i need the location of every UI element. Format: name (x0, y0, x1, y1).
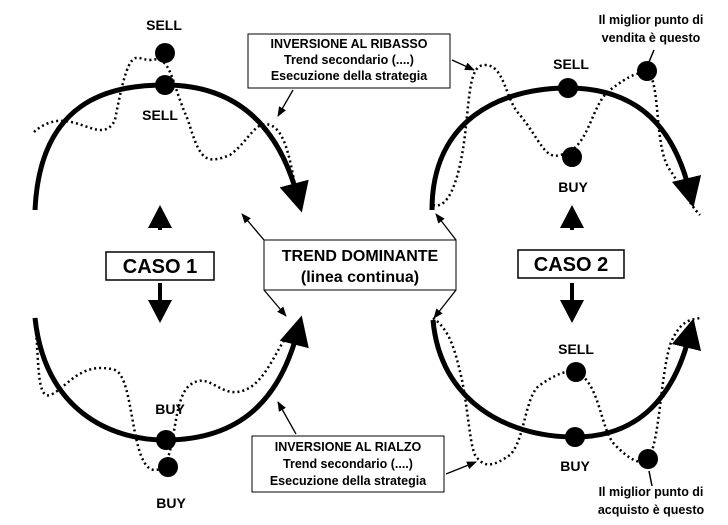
top-inversion-title: INVERSIONE AL RIBASSO (271, 37, 428, 51)
case1-top-secondary-trend (33, 56, 297, 186)
dominant-trend-box (263, 239, 457, 291)
top-inversion-box (247, 33, 451, 89)
bottom-inversion-line2: Trend secondario (....) (283, 457, 413, 471)
dominant-trend-title: TREND DOMINANTE (282, 248, 439, 265)
case1-sell-label-outer: SELL (146, 17, 182, 33)
top-box-pointer-left (277, 89, 294, 117)
top-inversion-line3: Esecuzione della strategia (271, 69, 428, 83)
dominant-trend-subtitle: (linea continua) (301, 269, 419, 286)
case2-top-sell-point (558, 78, 578, 98)
case2-top-buy-label: BUY (558, 179, 588, 195)
top-box-pointer-right (451, 59, 475, 71)
case2-bottom-sell-point (566, 362, 586, 382)
case2-best-buy-note-line2: acquisto è questo (598, 503, 705, 517)
case2-bottom-secondary-trend (432, 316, 701, 466)
dominant-pointer-top-left (241, 213, 265, 241)
case2-best-buy-pointer (648, 470, 653, 487)
bottom-inversion-line3: Esecuzione della strategia (270, 474, 427, 488)
dominant-pointer-bottom-right (433, 289, 457, 319)
case2-best-sell-point (637, 61, 657, 81)
dominant-pointer-bottom-left (263, 289, 287, 317)
case2-bottom-sell-label: SELL (558, 341, 594, 357)
case1-buy-label-outer: BUY (156, 495, 186, 511)
case1-bottom-buy-point-outer (158, 457, 178, 477)
case1-top-sell-point-inner (155, 75, 175, 95)
case2-bottom-buy-point (565, 427, 585, 447)
case1-down-arrow-icon (148, 300, 172, 323)
case1-label: CASO 1 (123, 256, 197, 278)
bottom-box-pointer-right (445, 461, 477, 475)
case2-down-arrow-icon (560, 300, 584, 323)
case2-top-sell-label: SELL (553, 56, 589, 72)
case2-best-sell-note-line2: vendita è questo (602, 31, 701, 45)
case2-top-secondary-trend (432, 63, 701, 216)
case2-best-buy-note-line1: Il miglior punto di (599, 485, 704, 499)
bottom-inversion-box (251, 435, 445, 493)
case2-best-sell-note-line1: Il miglior punto di (599, 13, 704, 27)
case2-label: CASO 2 (534, 254, 608, 276)
case2-best-buy-point (638, 449, 658, 469)
bottom-inversion-title: INVERSIONE AL RIALZO (275, 440, 422, 454)
case1-up-arrow-icon (148, 205, 172, 228)
case1-bottom-buy-point-inner (156, 430, 176, 450)
bottom-box-pointer-left (277, 401, 297, 435)
case2-up-arrow-icon (560, 205, 584, 228)
case2-bottom-buy-label: BUY (560, 458, 590, 474)
dominant-pointer-top-right (435, 213, 457, 241)
case1-top-sell-point-outer (155, 43, 175, 63)
case1-sell-label-inner: SELL (142, 107, 178, 123)
case2-best-sell-pointer (648, 49, 655, 63)
case2-label-box (517, 249, 625, 279)
case1-top-dominant-trend (32, 82, 309, 213)
case1-buy-label-inner: BUY (155, 401, 185, 417)
case2-bottom-dominant-trend (430, 318, 702, 440)
case1-label-box (105, 251, 215, 281)
case2-top-buy-point (562, 147, 582, 167)
top-inversion-line2: Trend secondario (....) (284, 53, 414, 67)
